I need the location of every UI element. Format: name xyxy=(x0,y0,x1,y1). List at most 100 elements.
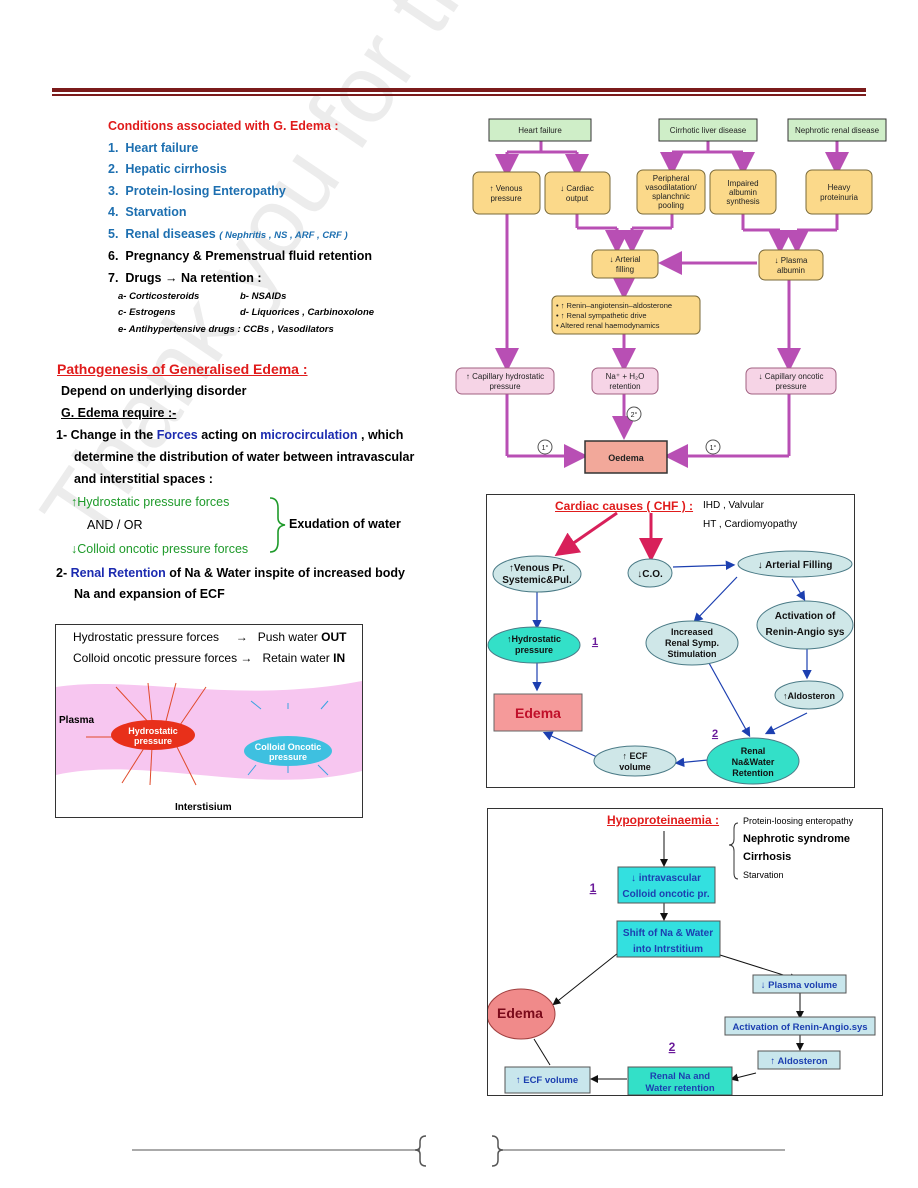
nephrotic-box xyxy=(787,118,887,142)
text: synthesis xyxy=(726,197,759,206)
text: IN xyxy=(333,651,346,665)
cirrhotic-box xyxy=(658,118,758,142)
text: Push water xyxy=(257,630,318,644)
interstitium-label: Interstisium xyxy=(175,802,232,813)
text: 1 xyxy=(590,881,597,895)
text: • ↑ Renin–angiotensin–aldosterone xyxy=(556,301,672,310)
text: Colloid Oncotic xyxy=(254,742,322,752)
forces-figure: Hydrostatic pressure forces → Push water… xyxy=(55,624,363,818)
text: Shift of Na & Water xyxy=(623,928,713,939)
item-text: Hepatic cirrhosis xyxy=(125,162,227,176)
text: of Na & Water inspite of increased body xyxy=(169,566,405,580)
pathogenesis-title: Pathogenesis of Generalised Edema : xyxy=(57,361,308,377)
text: ↑ ECF xyxy=(622,751,648,761)
item-text: Drugs → Na retention : xyxy=(125,270,262,285)
conditions-title: Conditions associated with G. Edema : xyxy=(108,119,339,133)
text: Na⁺ + H₂O xyxy=(606,372,645,381)
colloid-forces: ↓Colloid oncotic pressure forces xyxy=(71,542,249,556)
text: pressure xyxy=(490,194,522,203)
item-number: 4. xyxy=(108,205,119,219)
item-text: Renal diseases xyxy=(125,226,216,241)
text: 2 xyxy=(712,728,718,740)
impaired-albumin-box xyxy=(709,169,777,215)
hypoproteinaemia-figure: ↓ intravascular Colloid oncotic pr. Shif… xyxy=(487,808,883,1096)
primary-marker xyxy=(537,439,553,455)
hypo-cause-4: Starvation xyxy=(743,870,784,880)
item-number: 5. xyxy=(108,226,119,241)
hypo-cause-3: Cirrhosis xyxy=(743,851,792,863)
condition-item: 1. Heart failure xyxy=(108,138,372,160)
text: ↓C.O. xyxy=(637,569,663,580)
text: ↓ Plasma volume xyxy=(761,980,838,991)
text: Hydrostatic xyxy=(128,726,178,736)
text: Renal xyxy=(741,746,766,756)
text: • Altered renal haemodynamics xyxy=(556,321,660,330)
item-number: 1. xyxy=(108,140,119,155)
text: splanchnic xyxy=(652,192,690,201)
point-number: 1- xyxy=(56,428,68,442)
text: pressure xyxy=(489,382,521,391)
oedema-box xyxy=(584,440,668,474)
condition-item: 4. Starvation xyxy=(108,202,372,224)
condition-item: 5. Renal diseases ( Nephritis , NS , ARF… xyxy=(108,224,372,247)
raas-box xyxy=(551,295,701,335)
condition-item: 7. Drugs → Na retention : xyxy=(108,268,372,290)
exudation-text: Exudation of water xyxy=(289,517,401,531)
hydrostatic-forces: ↑Hydrostatic pressure forces xyxy=(71,495,230,509)
text: Renal Symp. xyxy=(665,638,719,648)
text: 2° xyxy=(631,411,638,419)
drug-d: d- Liquorices , Carbinoxolone xyxy=(240,307,375,318)
hypo-cause-1: Protein-loosing enteropathy xyxy=(743,816,854,826)
primary-marker xyxy=(705,439,721,455)
brace xyxy=(269,497,286,553)
text: ↓ Cardiac xyxy=(560,184,594,193)
text: ↑Aldosteron xyxy=(783,691,835,701)
na-retention-box xyxy=(591,367,659,395)
text: Hydrostatic pressure forces xyxy=(73,630,220,644)
header-rule-thin xyxy=(52,94,866,96)
text: pressure xyxy=(775,382,807,391)
chf-causes-1: IHD , Valvular xyxy=(703,500,764,511)
text: ↓ intravascular xyxy=(631,873,701,884)
item-number: 6. xyxy=(108,249,119,263)
conditions-section: Conditions associated with G. Edema : 1.… xyxy=(108,116,372,289)
text: into Intrstitium xyxy=(633,944,703,955)
item-text: Starvation xyxy=(125,205,187,219)
text: proteinuria xyxy=(820,193,858,202)
cap-oncotic-box xyxy=(745,367,837,395)
text: ↑Venous Pr. xyxy=(509,563,565,574)
item-text: Heart failure xyxy=(125,140,199,155)
text: Change in the xyxy=(70,428,154,442)
and-or: AND / OR xyxy=(87,518,143,532)
text: albumin xyxy=(777,266,805,275)
text: Renal Na and xyxy=(650,1071,710,1082)
push-out-line: Hydrostatic pressure forces → Push water… xyxy=(73,630,346,644)
drug-a: a- Corticosteroids xyxy=(118,291,200,302)
item-number: 7. xyxy=(108,270,119,285)
venous-pressure-box xyxy=(472,171,541,215)
text: Oedema xyxy=(608,453,645,463)
text: • ↑ Renal sympathetic drive xyxy=(556,311,647,320)
text: Heavy xyxy=(828,183,851,192)
drug-b: b- NSAIDs xyxy=(240,291,287,302)
heart-failure-box xyxy=(488,118,592,142)
text: pressure xyxy=(515,645,553,655)
arrow: → xyxy=(240,651,253,665)
forces-word: Forces xyxy=(156,428,198,442)
arterial-filling-box xyxy=(591,249,659,279)
renal-retention-word: Renal Retention xyxy=(70,566,166,580)
condition-item: 3. Protein-losing Enteropathy xyxy=(108,181,372,203)
text: Peripheral xyxy=(653,174,690,183)
text: 2 xyxy=(669,1040,676,1054)
text: acting on xyxy=(201,428,257,442)
retain-in-line: Colloid oncotic pressure forces → Retain… xyxy=(73,651,345,665)
text: Impaired xyxy=(727,179,758,188)
plasma-label: Plasma xyxy=(59,715,95,726)
text: , which xyxy=(361,428,404,442)
arrow: → xyxy=(235,630,248,644)
text: Colloid oncotic pressure forces xyxy=(73,651,238,665)
header-rule xyxy=(52,88,866,92)
chf-figure: ↑Venous Pr. Systemic&Pul. ↓C.O. ↓ Arteri… xyxy=(486,494,855,788)
peripheral-box xyxy=(636,169,706,215)
